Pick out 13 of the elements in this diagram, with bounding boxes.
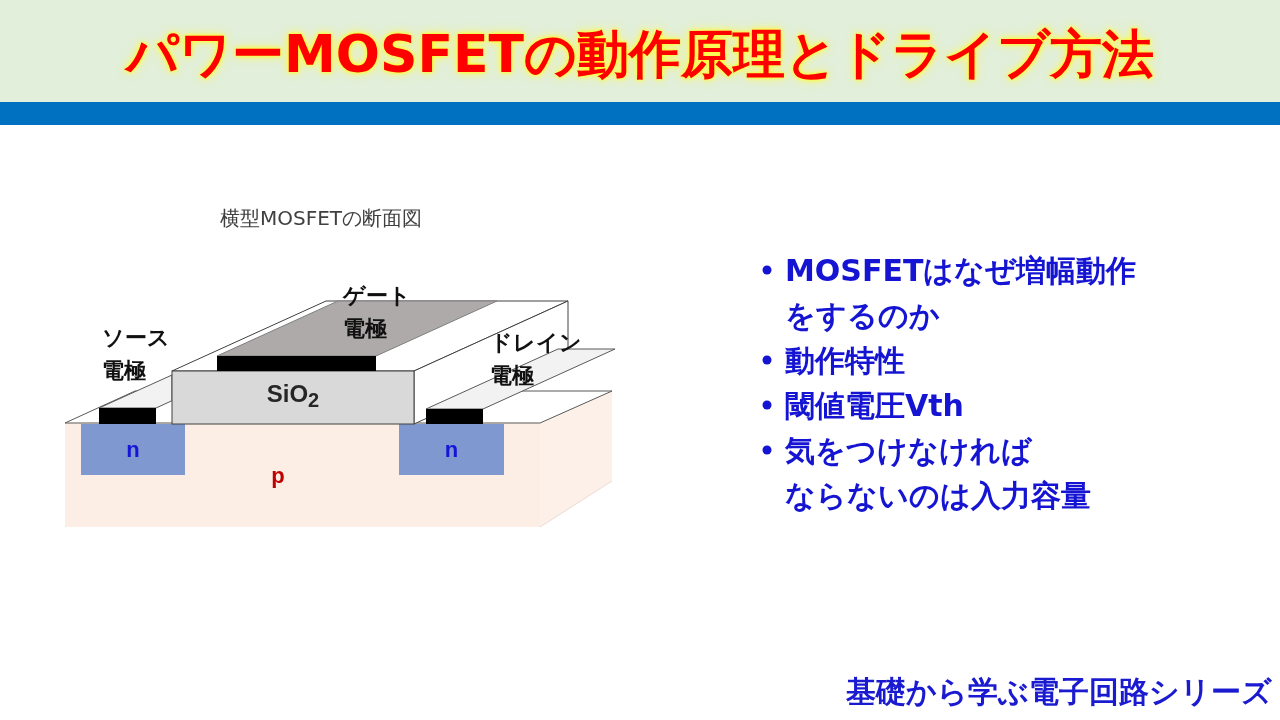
title: パワーMOSFETの動作原理とドライブ方法 (126, 23, 1154, 85)
part-label: ゲート電極 (343, 282, 412, 343)
part-label: ソース電極 (102, 324, 171, 385)
bullet-text: 閾値電圧Vth (785, 387, 964, 425)
bullet-text: 動作特性 (785, 342, 905, 380)
region-label: p (271, 463, 285, 489)
footer-text: 基礎から学ぶ電子回路シリーズ (846, 673, 1272, 711)
n-region: n (81, 424, 185, 475)
figure-caption: 横型MOSFETの断面図 (220, 205, 423, 231)
part-label: ドレイン電極 (490, 329, 583, 390)
bullet-text: MOSFETはなぜ増幅動作をするのか (785, 252, 1137, 335)
bullet-text: 気をつけなければならないのは入力容量 (785, 432, 1091, 515)
n-region: n (399, 424, 504, 475)
